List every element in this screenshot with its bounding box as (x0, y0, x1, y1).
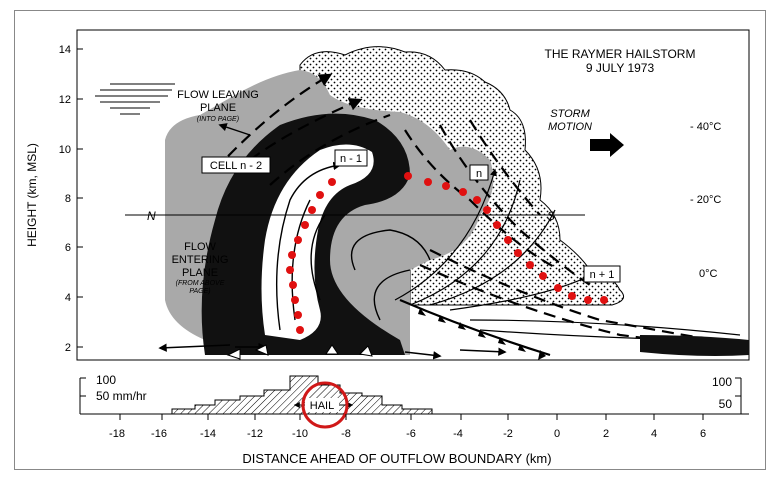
cell-n-box (469, 164, 489, 181)
storm-motion-line2: MOTION (548, 121, 592, 133)
x-tick: 4 (651, 428, 657, 440)
cell-n-plus-1-box (583, 265, 621, 283)
y-axis-ticks (77, 48, 83, 348)
flow-entering-line3: PLANE (182, 267, 218, 279)
y-axis-label: HEIGHT (km, MSL) (25, 143, 39, 247)
hail-label: HAIL (310, 400, 334, 412)
flow-entering-line1: FLOW (184, 241, 216, 253)
title-line1: THE RAYMER HAILSTORM (545, 47, 696, 61)
x-tick: -2 (503, 428, 513, 440)
flow-entering-line5: PAGE) (189, 288, 210, 295)
updraft-white-core (261, 144, 374, 340)
x-tick: -16 (151, 428, 167, 440)
x-axis-ticks (119, 414, 704, 420)
temp-label-0: 0°C (699, 268, 718, 280)
x-tick: -12 (247, 428, 263, 440)
cell-n2-box (201, 156, 271, 174)
rain-left-tick-50: 50 mm/hr (96, 389, 147, 403)
hail-label-bg (305, 398, 339, 412)
outflow-boundary-front (399, 298, 551, 357)
x-tick: -10 (292, 428, 308, 440)
temp-label-minus20: - 20°C (690, 194, 721, 206)
y-tick: 4 (65, 292, 71, 304)
flow-entering-line2: ENTERING (172, 254, 229, 266)
surface-arrows (158, 123, 507, 360)
temp-label-minus40: - 40°C (690, 121, 721, 133)
y-tick: 14 (59, 44, 71, 56)
x-tick: -14 (200, 428, 216, 440)
rain-right-tick-100: 100 (712, 375, 732, 389)
cell-n1-label: n - 1 (340, 153, 362, 165)
cold-pool-black (640, 335, 749, 356)
cell-n-label: n (476, 168, 482, 180)
storm-motion-line1: STORM (550, 108, 590, 120)
cell-n1-box (334, 149, 368, 167)
rain-right-tick-50: 50 (719, 397, 733, 411)
storm-motion-arrow (590, 133, 624, 157)
x-tick: -4 (453, 428, 463, 440)
flow-leaving-line3: (INTO PAGE) (197, 116, 239, 123)
y-tick: 10 (59, 144, 71, 156)
rainfall-histogram (171, 375, 433, 415)
x-tick: -8 (341, 428, 351, 440)
x-tick: 6 (700, 428, 706, 440)
title-line2: 9 JULY 1973 (586, 61, 655, 75)
hail-trajectory (286, 172, 608, 334)
rainfall-panel (79, 375, 749, 415)
y-axis-tick-labels: 14 12 10 8 6 4 2 (59, 44, 71, 354)
y-tick: 8 (65, 193, 71, 205)
hail-highlight-circle (301, 381, 349, 429)
streamlines-dashed (214, 73, 741, 352)
north-label: N (147, 209, 156, 223)
outflow-hatch-lines (95, 83, 175, 115)
flow-leaving-line1: FLOW LEAVING (177, 89, 259, 101)
x-axis-tick-labels: -18 -16 -14 -12 -10 -8 -6 -4 -2 0 2 4 6 (109, 428, 706, 440)
y-tick: 2 (65, 342, 71, 354)
cell-n2-label: CELL n - 2 (210, 160, 262, 172)
flow-leaving-line2: PLANE (200, 102, 236, 114)
surface-triangles (226, 344, 373, 360)
front-barbs (418, 308, 546, 360)
flow-entering-line4: (FROM ABOVE (176, 280, 225, 287)
x-tick: -18 (109, 428, 125, 440)
rain-left-tick-100: 100 (96, 373, 116, 387)
y-tick: 6 (65, 242, 71, 254)
x-tick: 0 (554, 428, 560, 440)
south-label: S (547, 209, 555, 223)
x-tick: 2 (603, 428, 609, 440)
x-axis-label: DISTANCE AHEAD OF OUTFLOW BOUNDARY (km) (242, 451, 551, 466)
cell-n-plus-1-label: n + 1 (590, 269, 615, 281)
x-tick: -6 (406, 428, 416, 440)
y-tick: 12 (59, 94, 71, 106)
